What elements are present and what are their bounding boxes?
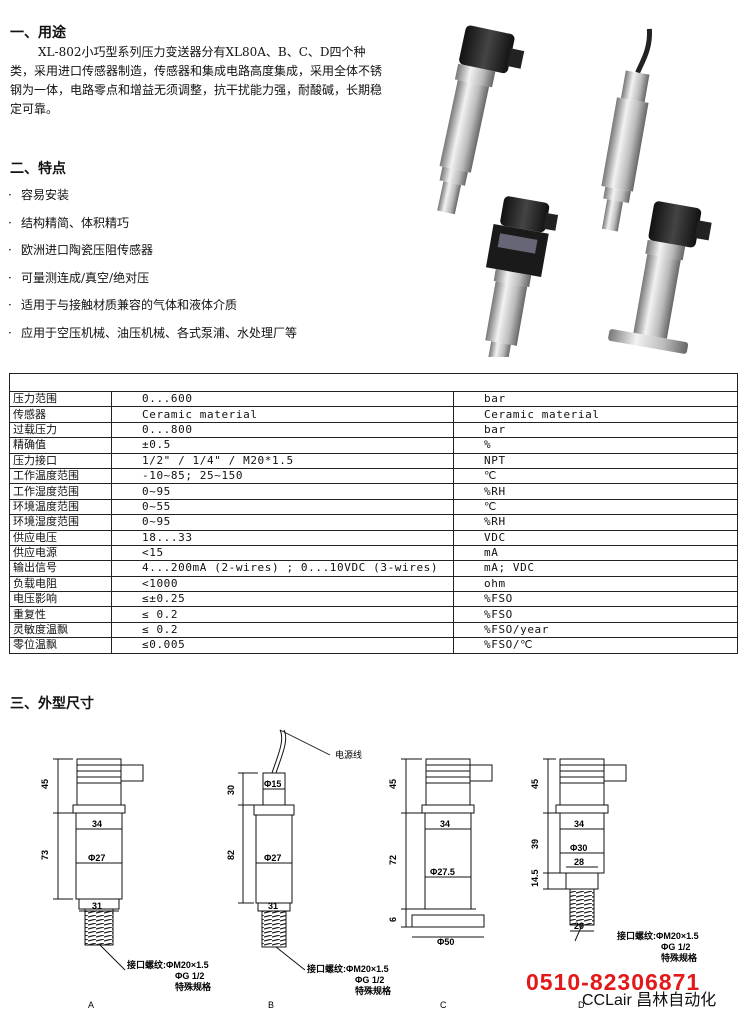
note-b-special: 特殊规格 bbox=[355, 985, 392, 996]
list-item: ·应用于空压机械、油压机械、各式泵浦、水处理厂等 bbox=[8, 325, 298, 340]
dim-b-diameter: Φ27 bbox=[264, 853, 281, 863]
section-title-dimensions: 三、外型尺寸 bbox=[10, 696, 94, 712]
dim-d-width-hex: 34 bbox=[574, 819, 584, 829]
dim-d-width-neck: 28 bbox=[574, 857, 584, 867]
section-title-features: 二、特点 bbox=[10, 161, 66, 177]
note-a-thread: 接口螺纹:ΦM20×1.5 bbox=[127, 959, 209, 970]
dim-d-height-body: 39 bbox=[530, 839, 540, 849]
table-row: 工作温度范围-10~85; 25~150℃ bbox=[9, 467, 738, 485]
brand-watermark: CCLair 昌林自动化 bbox=[582, 992, 717, 1009]
drawing-d bbox=[543, 758, 627, 942]
dim-d-diameter: Φ30 bbox=[570, 843, 587, 853]
dim-d-width-thread: 20 bbox=[574, 921, 584, 931]
dim-b-width-base: 31 bbox=[268, 901, 278, 911]
dim-a-diameter: Φ27 bbox=[88, 853, 105, 863]
label-d: D bbox=[578, 1000, 585, 1010]
dim-d-height-top: 45 bbox=[530, 779, 540, 789]
table-row: 电压影响≤±0.25%FSO bbox=[9, 591, 738, 608]
cable-label: 电源线 bbox=[335, 749, 362, 760]
list-item: ·欧洲进口陶瓷压阻传感器 bbox=[8, 243, 154, 258]
dim-c-flange: Φ50 bbox=[437, 937, 454, 947]
drawing-a bbox=[53, 758, 144, 971]
dim-a-width-hex: 34 bbox=[92, 819, 102, 829]
list-item: ·适用于与接触材质兼容的气体和液体介质 bbox=[8, 298, 238, 313]
dim-c-width-hex: 34 bbox=[440, 819, 450, 829]
label-b: B bbox=[268, 1000, 274, 1010]
drawing-b bbox=[238, 729, 331, 971]
dim-b-height-top: 30 bbox=[226, 785, 236, 795]
feature-list: ·容易安装 ·结构精简、体积精巧 ·欧洲进口陶瓷压阻传感器 ·可量测连成/真空/… bbox=[8, 186, 297, 352]
note-d-thread: 接口螺纹:ΦM20×1.5 bbox=[617, 930, 699, 941]
dim-c-height-top: 45 bbox=[388, 779, 398, 789]
dim-d-height-neck: 14.5 bbox=[530, 869, 540, 887]
note-b-thread: 接口螺纹:ΦM20×1.5 bbox=[307, 963, 389, 974]
table-row: 精确值±0.5% bbox=[9, 437, 738, 454]
table-row: 重复性≤ 0.2%FSO bbox=[9, 606, 738, 623]
note-b-g: ΦG 1/2 bbox=[355, 975, 384, 985]
section-title-usage: 一、用途 bbox=[10, 25, 66, 41]
product-image-c bbox=[485, 196, 559, 357]
note-a-special: 特殊规格 bbox=[175, 981, 212, 992]
list-item: ·结构精简、体积精巧 bbox=[8, 215, 130, 230]
dim-a-height-body: 73 bbox=[40, 850, 50, 860]
note-a-g: ΦG 1/2 bbox=[175, 971, 204, 981]
product-image-a bbox=[437, 25, 525, 215]
drawing-c bbox=[401, 758, 493, 938]
dim-b-height-body: 82 bbox=[226, 850, 236, 860]
list-item: ·可量测连成/真空/绝对压 bbox=[8, 270, 150, 285]
dim-a-height-top: 45 bbox=[40, 779, 50, 789]
product-image-b bbox=[601, 28, 652, 232]
table-row: 零位温飘≤0.005%FSO/℃ bbox=[9, 637, 738, 654]
note-d-special: 特殊规格 bbox=[661, 952, 698, 963]
dim-c-height-flange: 6 bbox=[388, 917, 398, 922]
table-row: 灵敏度温飘≤ 0.2%FSO/year bbox=[9, 621, 738, 639]
label-c: C bbox=[440, 1000, 447, 1010]
dim-c-diameter: Φ27.5 bbox=[430, 867, 455, 877]
product-photos bbox=[437, 25, 712, 357]
dim-b-diameter-top: Φ15 bbox=[264, 779, 281, 789]
phone-watermark: 0510-82306871 bbox=[526, 969, 701, 995]
product-image-d bbox=[608, 201, 712, 354]
label-a: A bbox=[88, 1000, 94, 1010]
dim-c-height-body: 72 bbox=[388, 855, 398, 865]
dimension-drawings: 45 73 34 Φ27 31 接口螺纹:ΦM20×1.5 ΦG 1/2 特殊规… bbox=[40, 729, 699, 1010]
dim-a-width-base: 31 bbox=[92, 901, 102, 911]
list-item: ·容易安装 bbox=[8, 188, 70, 202]
usage-paragraph: XL-802小巧型系列压力变送器分有XL80A、B、C、D四个种类，采用进口传感… bbox=[10, 45, 383, 116]
note-d-g: ΦG 1/2 bbox=[661, 942, 690, 952]
